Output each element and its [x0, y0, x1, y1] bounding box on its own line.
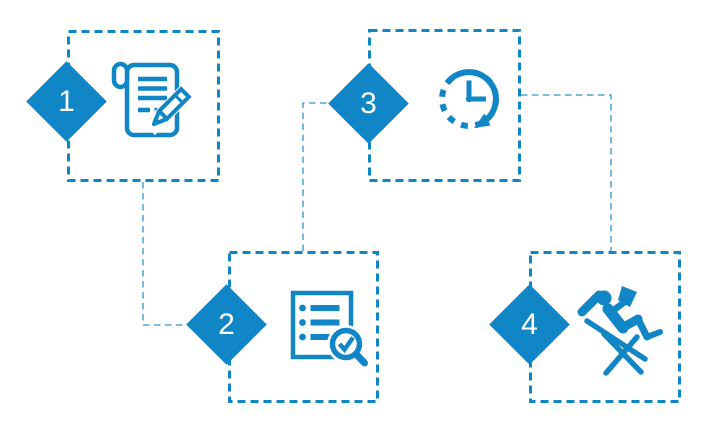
step-4-number: 4 — [521, 307, 538, 341]
step-1-number: 1 — [58, 84, 75, 118]
step-2-box — [228, 251, 379, 403]
connector-3-4 — [521, 94, 612, 251]
step-2-badge: 2 — [186, 284, 267, 365]
checklist-magnifier-icon — [290, 290, 368, 367]
step-3-number: 3 — [360, 86, 377, 120]
relax-deckchair-icon — [577, 286, 663, 376]
step-2-number: 2 — [218, 307, 235, 341]
clock-history-icon — [439, 69, 499, 129]
connector-1-2 — [142, 182, 189, 326]
step-4-badge: 4 — [489, 284, 570, 365]
step-3-badge: 3 — [328, 63, 409, 144]
document-pencil-icon — [111, 61, 194, 138]
step-1-badge: 1 — [26, 61, 107, 142]
connector-2-3 — [302, 102, 331, 251]
